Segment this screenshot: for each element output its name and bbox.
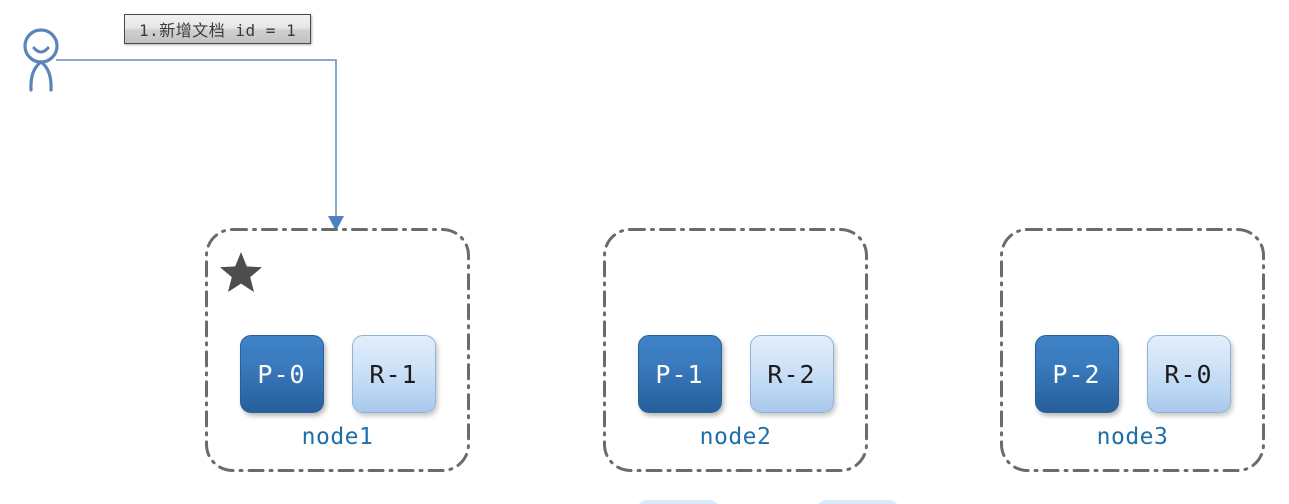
node-container-node1[interactable]: P-0 R-1 node1	[205, 228, 470, 472]
clipped-shape-left	[636, 500, 720, 504]
shard-row: P-2 R-0	[1000, 335, 1265, 413]
client-actor	[18, 26, 64, 92]
clipped-shape-right	[816, 500, 900, 504]
shard-p-1[interactable]: P-1	[637, 335, 722, 413]
person-icon	[23, 28, 59, 92]
node-label-node3: node3	[1096, 424, 1169, 450]
shard-r-2[interactable]: R-2	[749, 335, 834, 413]
shard-row: P-0 R-1	[205, 335, 470, 413]
star-icon	[220, 252, 262, 292]
node-label-node2: node2	[699, 424, 772, 450]
shard-p-0[interactable]: P-0	[239, 335, 324, 413]
node-container-node3[interactable]: P-2 R-0 node3	[1000, 228, 1265, 472]
shard-r-0[interactable]: R-0	[1146, 335, 1231, 413]
shard-row: P-1 R-2	[603, 335, 868, 413]
shard-p-2[interactable]: P-2	[1034, 335, 1119, 413]
node-label-node1: node1	[301, 424, 374, 450]
node-container-node2[interactable]: P-1 R-2 node2	[603, 228, 868, 472]
message-label: 1.新增文档 id = 1	[124, 14, 312, 44]
shard-r-1[interactable]: R-1	[351, 335, 436, 413]
